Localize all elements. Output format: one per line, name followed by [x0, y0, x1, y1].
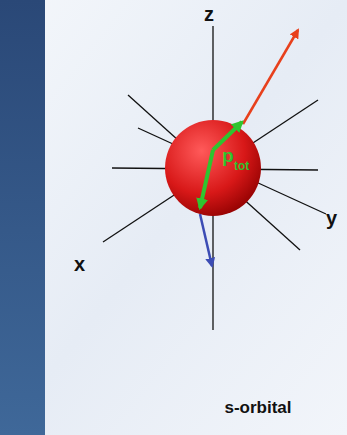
momentum-subscript: tot	[234, 160, 249, 172]
blue-arrow	[200, 214, 212, 266]
red-arrow	[243, 30, 298, 124]
axis-lines	[103, 26, 326, 330]
axis-label: z	[204, 4, 214, 24]
s-orbital-sphere	[165, 120, 261, 216]
axis-label: x	[74, 254, 85, 274]
momentum-arrow	[200, 150, 213, 208]
momentum-label: p	[222, 146, 234, 165]
caption-label: s-orbital	[224, 399, 291, 416]
axis-label: y	[326, 208, 337, 228]
side-bar	[0, 0, 45, 435]
